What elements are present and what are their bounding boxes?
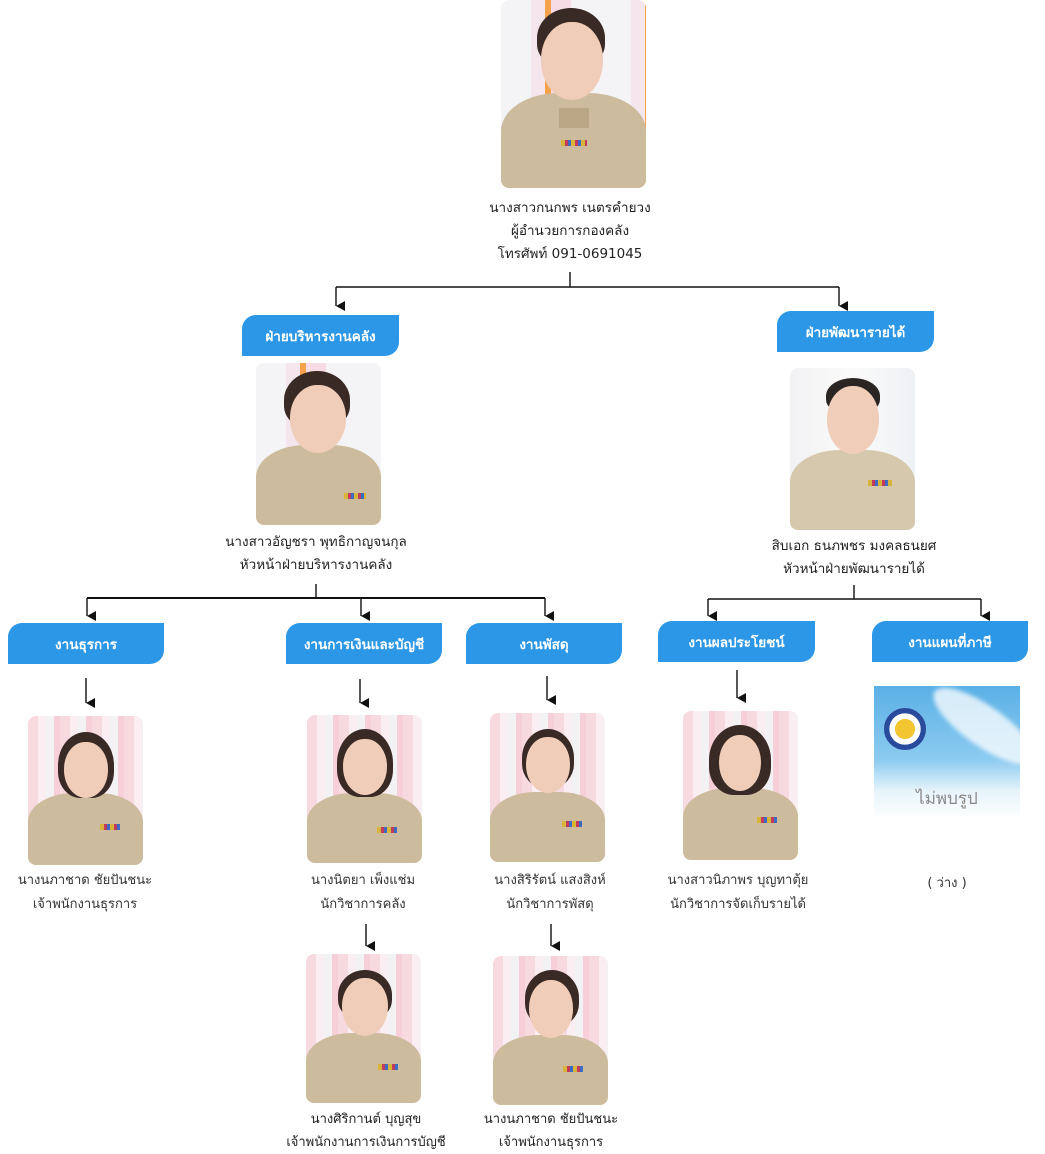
staff-position: นักวิชาการคลัง [320,897,406,912]
staff-position: นักวิชาการพัสดุ [506,897,594,912]
staff-position: เจ้าพนักงานการเงินการบัญชี [286,1135,446,1150]
staff-photo [490,713,605,862]
division-head-name: นางสาวอัญชรา พุทธิกาญจนกุล [225,534,407,550]
division-head-name: สิบเอก ธนภพชร มงคลธนยศ [771,538,937,554]
director-info: นางสาวกนกพร เนตรคำยวง ผู้อำนวยการกองคลัง… [420,197,720,266]
unit-box-tax-map: งานแผนที่ภาษี [872,621,1028,662]
director-name: นางสาวกนกพร เนตรคำยวง [489,200,651,216]
staff-photo [28,716,143,865]
staff-photo [493,956,608,1105]
unit-box-general-admin: งานธุรการ [8,623,164,664]
unit-title: งานการเงินและบัญชี [303,636,425,653]
director-phone: โทรศัพท์ 091-0691045 [497,246,643,262]
division-box-revenue: ฝ่ายพัฒนารายได้ [777,311,934,352]
vacant-label: ( ว่าง ) [927,876,967,891]
no-photo-placeholder: ไม่พบรูป [874,686,1020,820]
division-box-finance-admin: ฝ่ายบริหารงานคลัง [242,315,399,356]
division-head-photo [790,368,915,530]
unit-box-finance-accounting: งานการเงินและบัญชี [286,623,442,664]
staff-position: เจ้าพนักงานธุรการ [32,897,138,912]
staff-info: นางนิตยา เพ็งแช่ม นักวิชาการคลัง [263,869,463,917]
staff-position: เจ้าพนักงานธุรการ [498,1135,604,1150]
unit-title: งานธุรการ [55,636,117,653]
staff-photo [683,711,798,860]
staff-photo [306,954,421,1103]
emblem-seal-icon [884,708,926,750]
staff-info: นางศิริกานต์ บุญสุข เจ้าพนักงานการเงินกา… [266,1108,466,1154]
division-title: ฝ่ายพัฒนารายได้ [805,324,906,341]
staff-name: นางสาวนิภาพร บุญทาตุ้ย [667,873,809,888]
division-head-info: สิบเอก ธนภพชร มงคลธนยศ หัวหน้าฝ่ายพัฒนาร… [704,535,1004,581]
division-head-photo [256,363,381,525]
unit-box-benefits: งานผลประโยชน์ [658,621,815,662]
staff-info: นางสาวนิภาพร บุญทาตุ้ย นักวิชาการจัดเก็บ… [638,869,838,917]
no-photo-text: ไม่พบรูป [916,789,978,809]
division-head-position: หัวหน้าฝ่ายบริหารงานคลัง [239,557,393,573]
staff-name: นางสิริรัตน์ แสงสิงห์ [494,873,606,888]
unit-title: งานผลประโยชน์ [688,634,785,651]
staff-position: นักวิชาการจัดเก็บรายได้ [670,897,806,912]
staff-name: นางนิตยา เพ็งแช่ม [310,873,416,888]
staff-photo [307,715,422,863]
director-position: ผู้อำนวยการกองคลัง [510,223,630,239]
unit-title: งานแผนที่ภาษี [908,634,992,651]
staff-name: นางศิริกานต์ บุญสุข [310,1112,422,1127]
feather-graphic [923,686,1020,777]
staff-info: นางนภาชาด ชัยปันชนะ เจ้าพนักงานธุรการ [451,1108,651,1154]
staff-name: นางนภาชาด ชัยปันชนะ [17,873,153,888]
director-photo [501,0,646,188]
division-head-position: หัวหน้าฝ่ายพัฒนารายได้ [783,561,925,577]
division-head-info: นางสาวอัญชรา พุทธิกาญจนกุล หัวหน้าฝ่ายบร… [166,531,466,577]
unit-title: งานพัสดุ [519,636,569,653]
staff-name: นางนภาชาด ชัยปันชนะ [483,1112,619,1127]
unit-box-supplies: งานพัสดุ [466,623,622,664]
division-title: ฝ่ายบริหารงานคลัง [265,328,376,345]
staff-info: นางสิริรัตน์ แสงสิงห์ นักวิชาการพัสดุ [450,869,650,917]
staff-info: นางนภาชาด ชัยปันชนะ เจ้าพนักงานธุรการ [0,869,185,917]
